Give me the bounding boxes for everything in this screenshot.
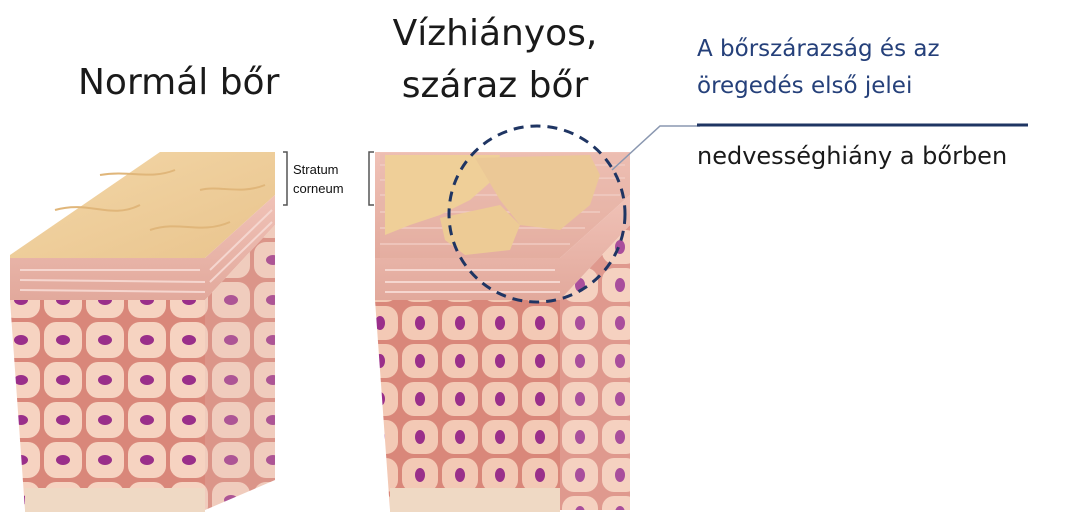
aging-signs-line2: öregedés első jelei: [697, 68, 1017, 105]
aging-signs-line1: A bőrszárazság és az: [697, 31, 1017, 68]
dry-skin-label-line1: Vízhiányos,: [380, 8, 610, 60]
dry-skin-label-line2: száraz bőr: [380, 60, 610, 112]
stratum-label-line2: corneum: [293, 179, 344, 198]
normal-cells-front: [10, 300, 205, 510]
normal-skin-label: Normál bőr: [78, 62, 279, 103]
aging-signs-heading: A bőrszárazság és az öregedés első jelei: [697, 31, 1017, 105]
moisture-loss-label: nedvességhiány a bőrben: [697, 142, 1007, 170]
normal-skin-block: [10, 152, 275, 512]
dry-skin-block: [375, 152, 630, 512]
stratum-label-line1: Stratum: [293, 160, 344, 179]
dry-skin-label: Vízhiányos, száraz bőr: [380, 8, 610, 112]
stratum-corneum-label: Stratum corneum: [293, 160, 344, 198]
dry-cells-front: [375, 300, 560, 510]
